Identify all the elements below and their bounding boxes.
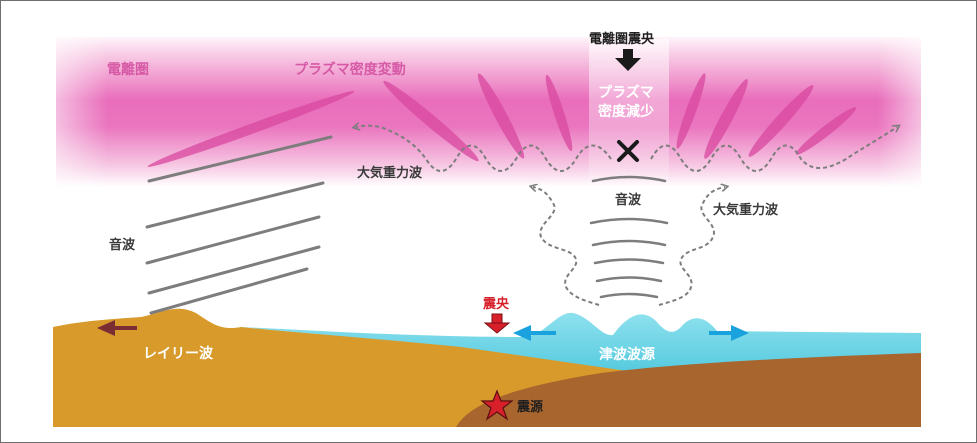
left-wave-lines [145,135,333,315]
crust-plate [456,353,921,427]
ionosphere-label: 電離圏 [107,62,149,78]
rayleigh-wave-label: レイリー波 [143,346,213,362]
plasma-variation-label: プラズマ密度変動 [294,62,406,78]
dashed-boundary-left [533,187,600,306]
hypocenter-label: 震源 [517,400,544,415]
ionospheric-epicenter-label: 電離圏震央 [589,32,655,47]
tsunami-arrow-left-icon [513,325,556,341]
gravity-wave-right-path [650,127,897,172]
arrow-down-icon [615,49,641,71]
tsunami-arrow-right-icon [709,325,749,341]
gravity-wave-left-path [356,126,612,172]
ionosphere-band [56,37,921,187]
central-sound-wave-arcs [589,175,669,299]
cross-mark-icon [617,140,639,162]
sound-wave-left-label: 音波 [109,238,136,253]
gravity-wave-right-label: 大気重力波 [713,203,779,218]
plasma-decrease-label-2: 密度減少 [598,104,654,120]
rayleigh-arrow-icon [97,320,137,336]
ground [53,308,921,427]
epicenter-arrow-icon [483,313,511,334]
plasma-decrease-label-1: プラズマ [598,85,654,101]
sound-wave-center-label: 音波 [615,193,642,208]
plasma-density-streaks [147,73,857,167]
star-icon [480,389,514,421]
dashed-boundary-right [658,187,725,306]
tsunami-source-label: 津波波源 [599,347,655,363]
epicenter-label: 震央 [483,297,510,312]
gravity-wave-left-label: 大気重力波 [357,166,423,181]
